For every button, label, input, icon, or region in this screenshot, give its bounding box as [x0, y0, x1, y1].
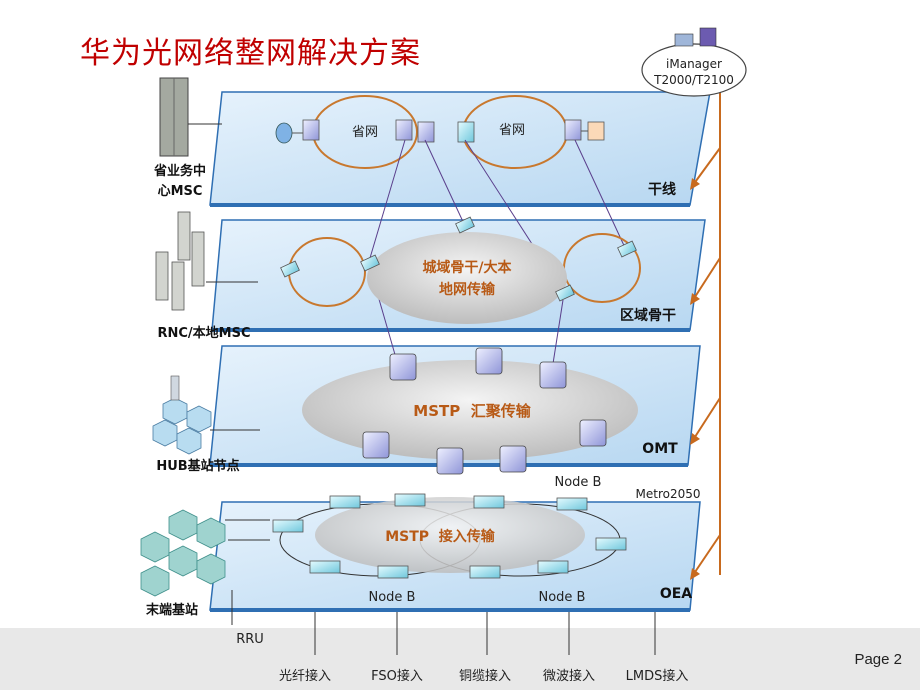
backbone-layer-label: 干线	[648, 181, 676, 198]
management-arrowheads	[690, 178, 700, 580]
terminal-station-icon	[140, 509, 270, 625]
access-lines	[314, 612, 656, 655]
oea-node-b-top: Node B	[555, 475, 602, 490]
access-fiber: 光纤接入	[279, 668, 331, 684]
access-fso: FSO接入	[371, 668, 423, 684]
backbone-nodes	[275, 119, 605, 144]
access-lmds: LMDS接入	[626, 668, 689, 684]
oea-cloud	[315, 497, 585, 573]
oea-node-b-right: Node B	[539, 590, 586, 605]
regional-nodes	[280, 216, 637, 302]
omt-cloud-label: MSTP 汇聚传输	[413, 402, 531, 420]
access-copper: 铜缆接入	[459, 668, 511, 684]
regional-cloud	[367, 232, 567, 324]
manager-label-1: iManager	[666, 57, 722, 71]
management-links	[692, 92, 721, 576]
hub-label: HUB基站节点	[156, 458, 239, 474]
metro-label: Metro2050	[636, 487, 701, 501]
regional-cloud-line2: 地网传输	[439, 281, 496, 298]
manager-label-2: T2000/T2100	[653, 73, 734, 87]
backbone-ring-right-label: 省网	[499, 123, 525, 138]
oea-nodes	[272, 493, 627, 579]
backbone-ring-left-label: 省网	[352, 125, 378, 140]
msc-label-2: 心MSC	[158, 184, 203, 199]
rnc-label: RNC/本地MSC	[157, 325, 250, 341]
rnc-rack-icon	[155, 211, 258, 311]
msc-rack-icon	[159, 77, 222, 157]
omt-nodes	[362, 347, 607, 475]
regional-cloud-line1: 城域骨干/大本	[422, 259, 512, 276]
rru-label: RRU	[236, 632, 264, 647]
oea-cloud-label: MSTP 接入传输	[385, 528, 496, 545]
oea-node-b-left: Node B	[369, 590, 416, 605]
manager-bubble	[641, 27, 747, 97]
slide-title: 华为光网络整网解决方案	[80, 36, 421, 71]
hub-station-icon	[152, 375, 260, 455]
access-microwave: 微波接入	[543, 668, 595, 684]
msc-label-1: 省业务中	[153, 163, 206, 179]
footer-bar	[0, 628, 920, 690]
oea-layer-label: OEA	[660, 586, 692, 602]
regional-layer-label: 区域骨干	[620, 307, 676, 324]
omt-layer-label: OMT	[642, 441, 678, 457]
page-number: Page 2	[854, 651, 902, 668]
terminal-label: 末端基站	[145, 602, 198, 618]
plane-backbone	[209, 91, 711, 207]
